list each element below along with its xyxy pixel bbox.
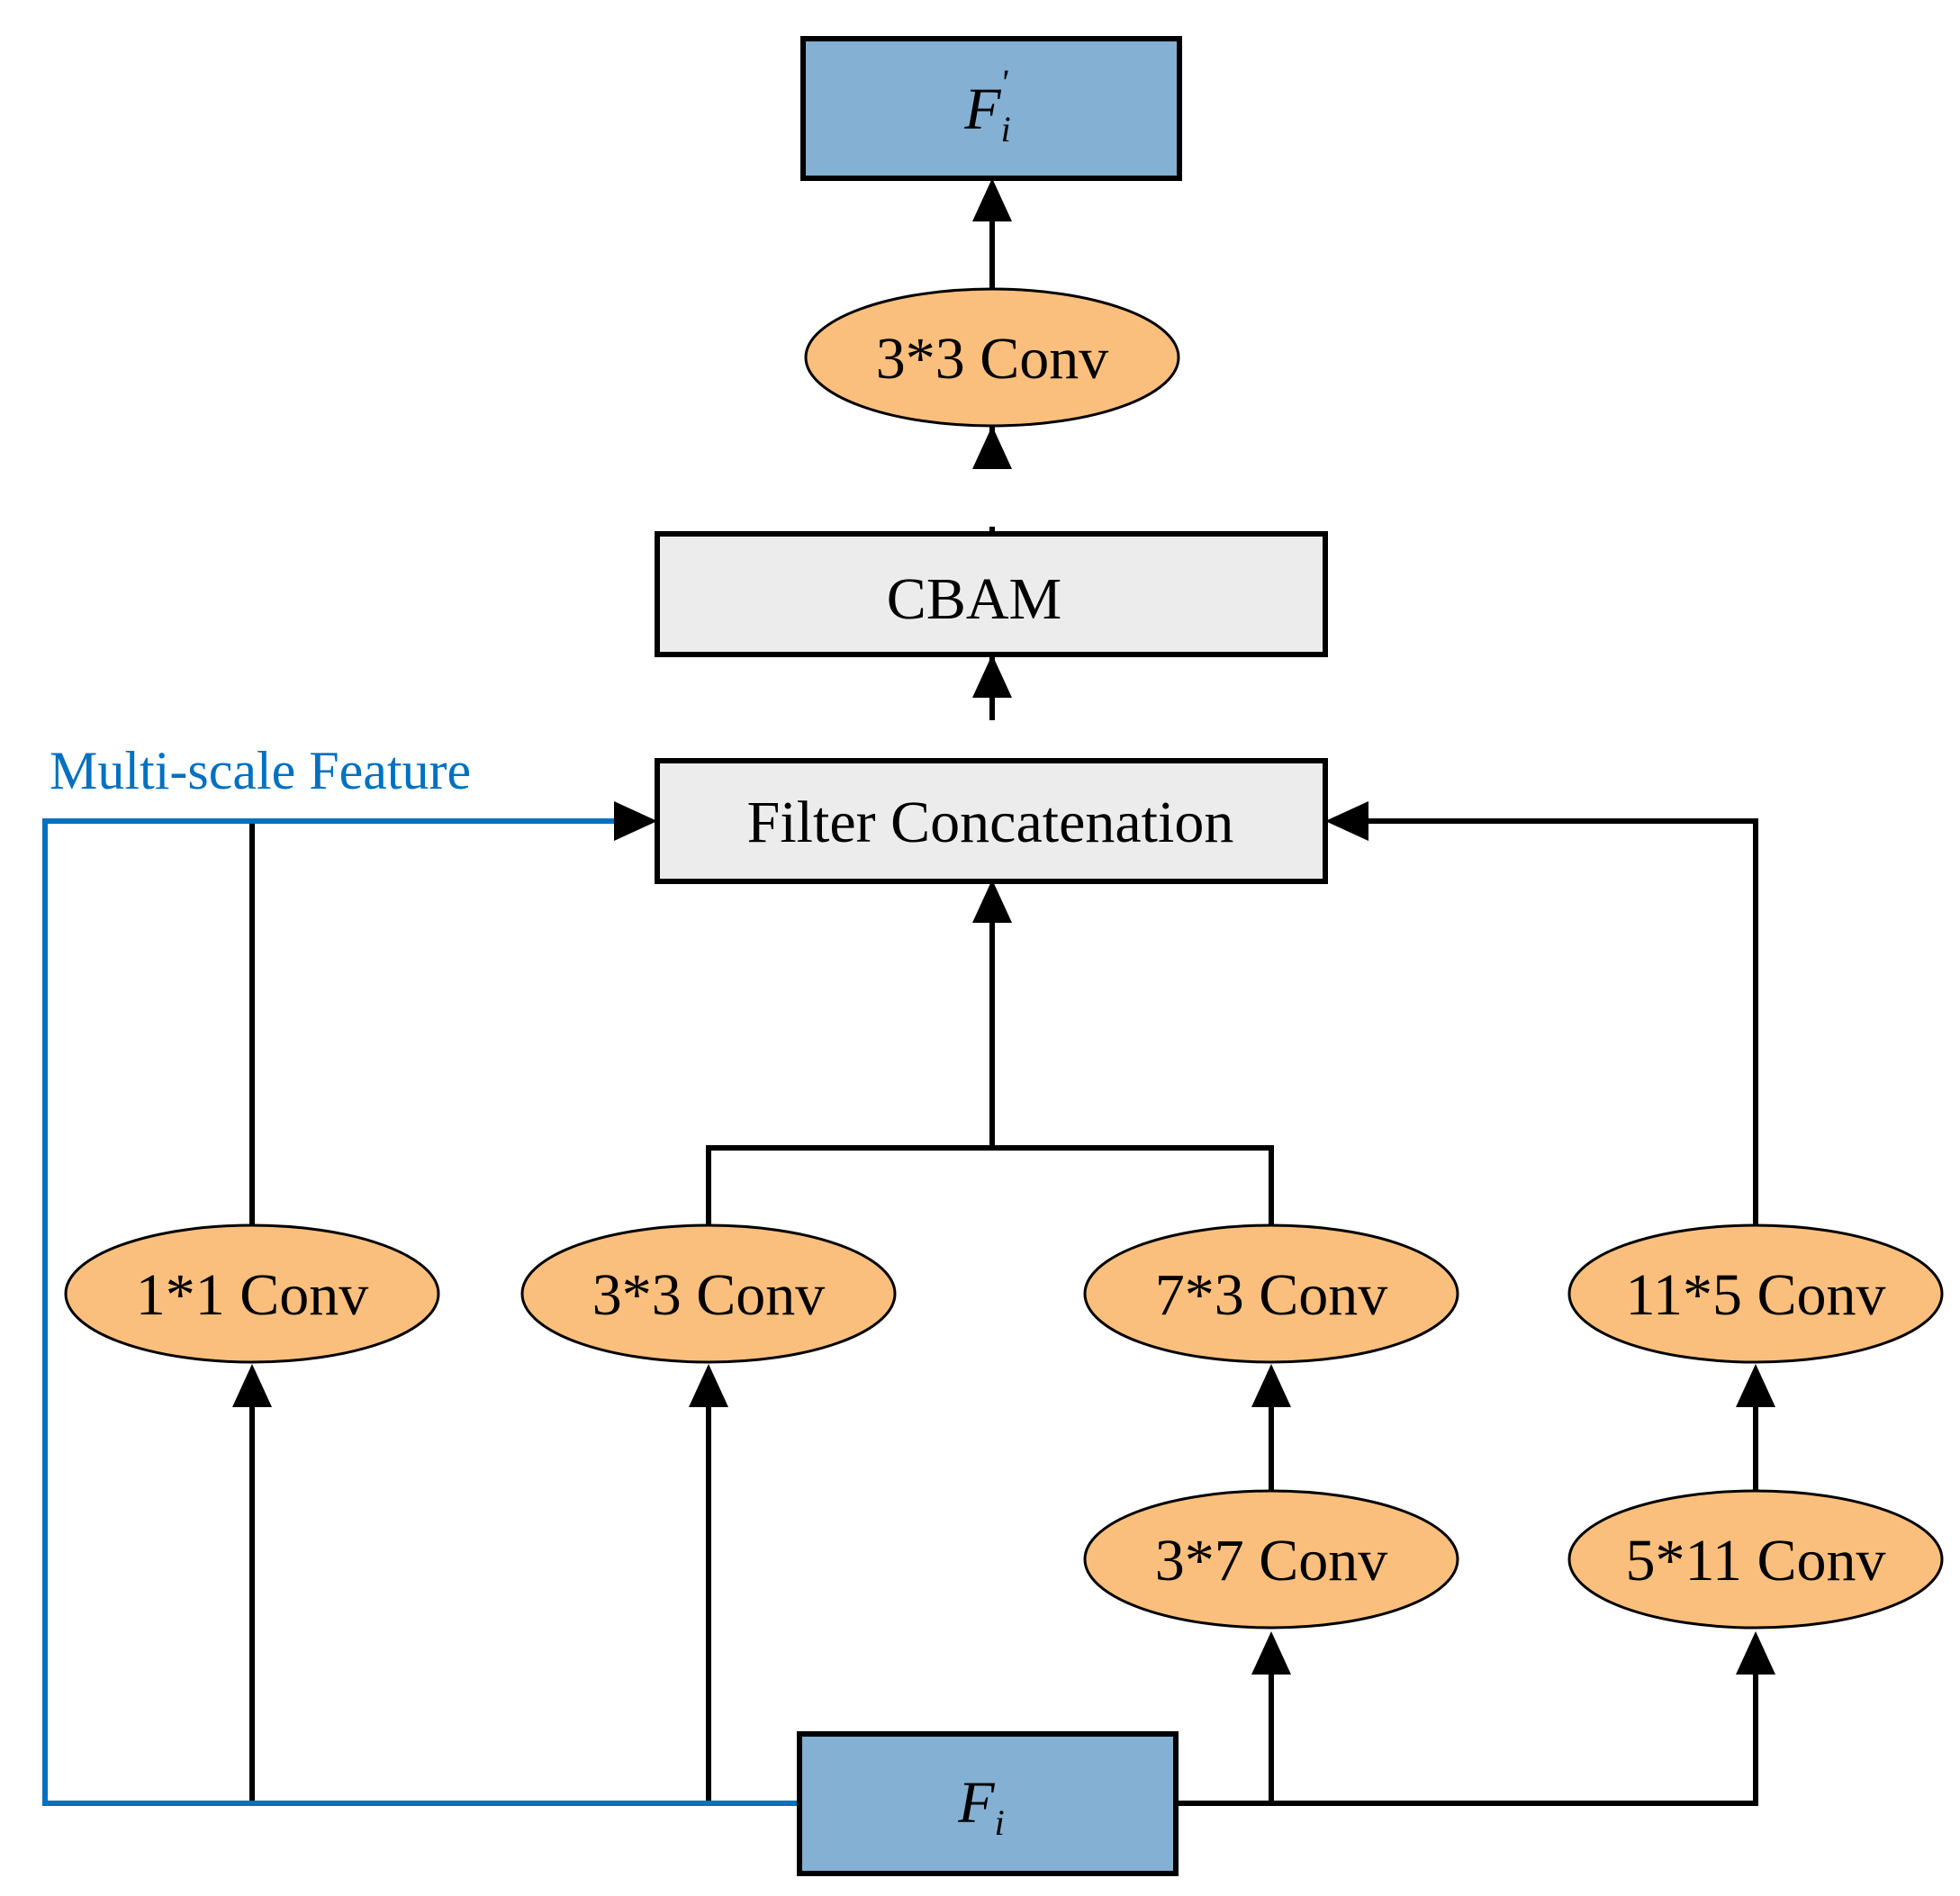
arrowhead-cbam — [972, 655, 1012, 698]
arrowhead-concat-bottom — [972, 880, 1012, 923]
concat-box — [655, 758, 1328, 884]
output-feature-box — [800, 36, 1182, 181]
arrowhead-output — [972, 178, 1012, 221]
concat-node: Filter Concatenation — [655, 758, 1328, 884]
cbam-label: CBAM — [887, 566, 1061, 632]
skip-connection-label: Multi-scale Feature — [50, 741, 471, 800]
input-feature-box — [797, 1731, 1179, 1876]
input-feature-label: Fi — [957, 1770, 1004, 1843]
conv-top-label: 3*3 Conv — [876, 326, 1109, 392]
arrowhead-conv-top — [972, 426, 1012, 469]
conv-11x5-ellipse — [1567, 1223, 1944, 1364]
conv-3x7-node: 3*7 Conv — [1083, 1489, 1459, 1630]
conv-1x1-ellipse — [64, 1223, 440, 1364]
arrowhead-conv5x11 — [1736, 1631, 1775, 1675]
arrowhead-concat-left — [614, 801, 657, 841]
conv-3x3-node: 3*3 Conv — [520, 1223, 897, 1364]
arrowhead-conv11x5 — [1736, 1364, 1775, 1407]
arrowheads — [232, 178, 1775, 1675]
cbam-node: CBAM — [655, 531, 1328, 657]
conv-3x7-label: 3*7 Conv — [1155, 1528, 1388, 1594]
conv-11x5-node: 11*5 Conv — [1567, 1223, 1944, 1364]
conv-3x7-ellipse — [1083, 1489, 1459, 1630]
output-feature-node: Fi' — [800, 36, 1182, 181]
input-feature-node: Fi — [797, 1731, 1179, 1876]
conv-7x3-node: 7*3 Conv — [1083, 1223, 1459, 1364]
conv-7x3-label: 7*3 Conv — [1155, 1262, 1388, 1328]
conv-3x3-label: 3*3 Conv — [592, 1262, 826, 1328]
arrowhead-conv3x7 — [1251, 1631, 1291, 1675]
edge-input-conv5x11 — [1271, 1670, 1758, 1806]
arrowhead-conv1x1 — [232, 1364, 272, 1407]
edge-merge-bracket — [706, 1145, 1274, 1224]
conv-top-ellipse — [804, 287, 1180, 428]
conv-11x5-label: 11*5 Conv — [1625, 1262, 1885, 1328]
conv-3x3-ellipse — [520, 1223, 897, 1364]
edge-conv11x5-concat — [1350, 818, 1758, 1224]
conv-top-node: 3*3 Conv — [804, 287, 1180, 428]
conv-5x11-label: 5*11 Conv — [1625, 1528, 1885, 1594]
conv-5x11-ellipse — [1567, 1489, 1944, 1630]
conv-7x3-ellipse — [1083, 1223, 1459, 1364]
concat-label: Filter Concatenation — [747, 790, 1234, 855]
conv-1x1-label: 1*1 Conv — [136, 1262, 369, 1328]
conv-1x1-node: 1*1 Conv — [64, 1223, 440, 1364]
arrowhead-conv7x3 — [1251, 1364, 1291, 1407]
connectors — [249, 221, 1758, 1806]
output-feature-label: Fi' — [963, 62, 1010, 149]
arrowhead-conv3x3 — [689, 1364, 728, 1407]
skip-connection-line — [42, 818, 799, 1806]
cbam-box — [655, 531, 1328, 657]
edge-input-conv3x7 — [1176, 1670, 1274, 1806]
conv-5x11-node: 5*11 Conv — [1567, 1489, 1944, 1630]
arrowhead-concat-right — [1325, 801, 1368, 841]
